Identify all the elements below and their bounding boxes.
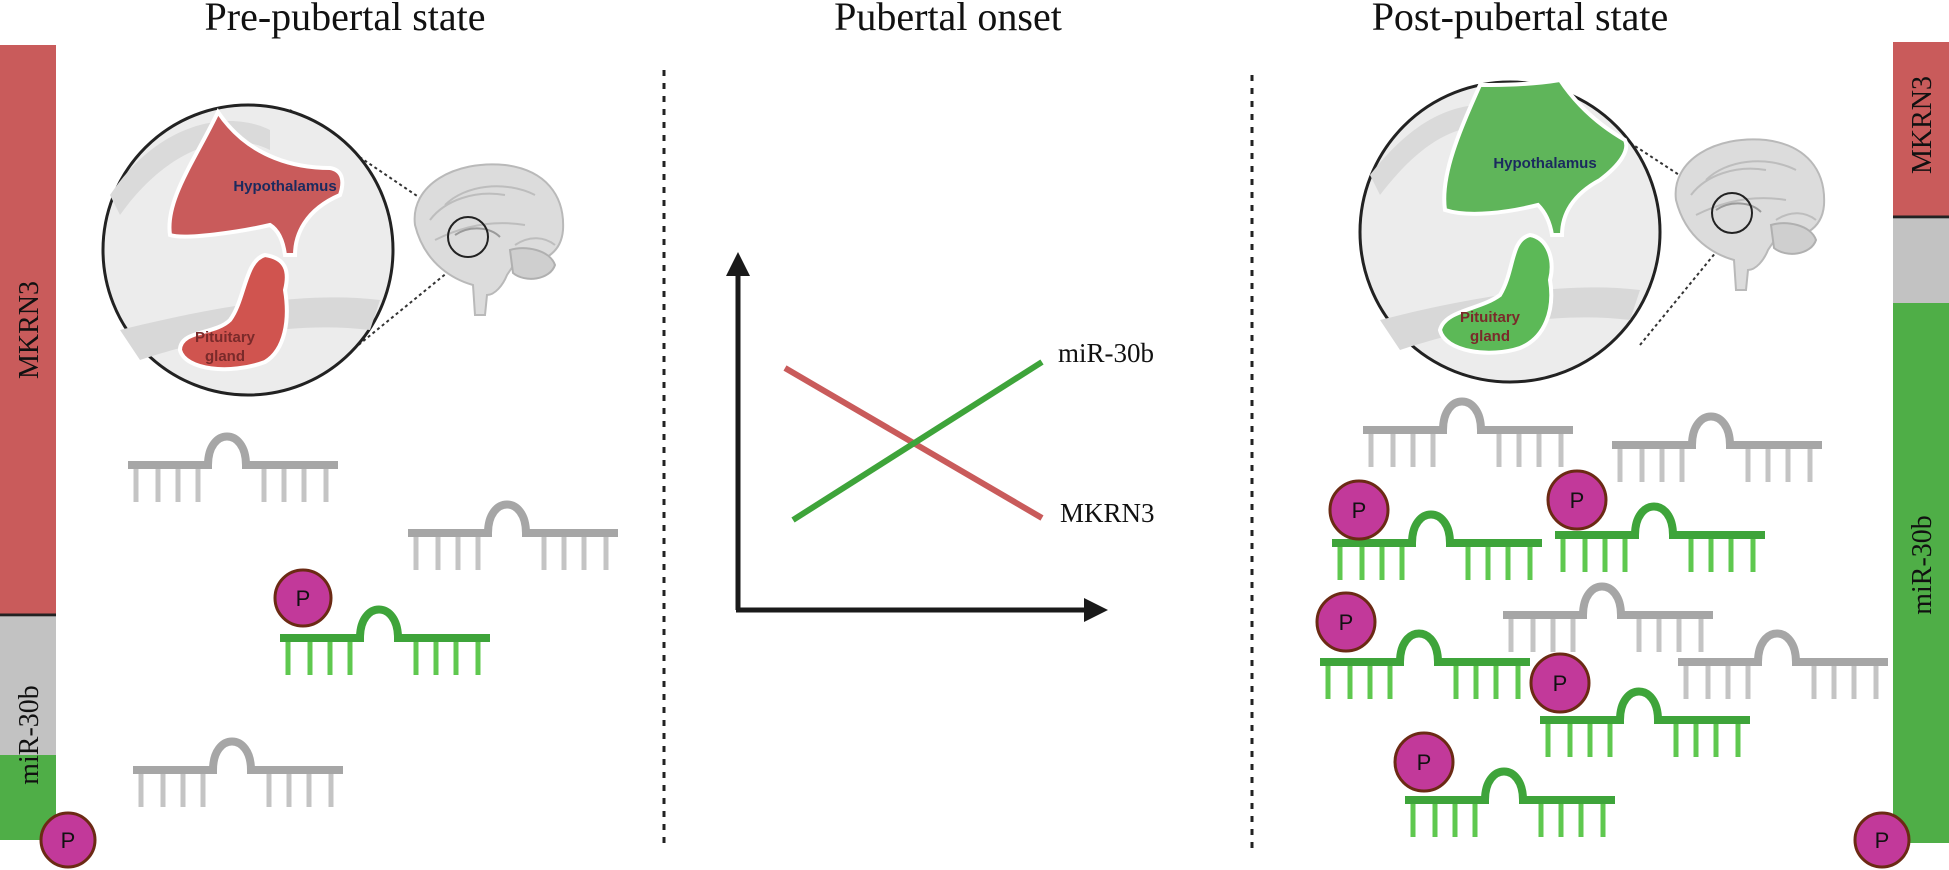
left-magnifier-circle-icon: [447, 216, 489, 258]
svg-text:P: P: [1875, 828, 1890, 853]
mir30b-line-label: miR-30b: [1058, 338, 1154, 368]
right-pituitary-label-1: Pituitary: [1460, 309, 1521, 326]
right-hypothalamus-shape: [1442, 77, 1629, 237]
mkrn3-line-label: MKRN3: [1060, 498, 1155, 528]
right-bar-mkrn3-label: MKRN3: [1907, 76, 1938, 174]
left-bar-mkrn3-label: MKRN3: [14, 281, 45, 379]
right-mirna-grey-1: [1363, 402, 1573, 468]
left-mirna-grey-2: [408, 505, 618, 571]
left-hypothalamus-label: Hypothalamus: [233, 178, 336, 195]
left-pituitary-label-1: Pituitary: [195, 329, 256, 346]
right-pituitary-shape: [1437, 232, 1554, 355]
middle-panel-title: Pubertal onset: [834, 0, 1062, 39]
left-hypothalamus-shape: [167, 107, 345, 257]
right-phosphate-icon-2: P: [1546, 469, 1608, 531]
right-panel-title: Post-pubertal state: [1372, 0, 1669, 39]
left-mirna-grey-1: [128, 437, 338, 503]
svg-text:P: P: [61, 828, 76, 853]
right-phosphate-icon-5: P: [1393, 731, 1455, 793]
right-brain-zoom: Hypothalamus Pituitary gland: [1358, 77, 1826, 384]
svg-text:P: P: [1417, 750, 1432, 775]
arrow-right-icon: [1084, 598, 1108, 622]
left-pituitary-shape: [177, 252, 289, 372]
right-phosphate-icon-1: P: [1328, 479, 1390, 541]
right-magnifier-circle-icon: [1711, 192, 1753, 234]
right-phosphate-icon-4: P: [1529, 652, 1591, 714]
svg-text:P: P: [1570, 488, 1585, 513]
right-hypothalamus-label: Hypothalamus: [1493, 155, 1596, 172]
mir30b-trend-line: [791, 359, 1044, 523]
right-expression-bar: MKRN3 miR-30b: [1893, 42, 1949, 843]
left-phosphate-icon-1: P: [273, 568, 333, 628]
right-mirna-grey-2: [1612, 417, 1822, 483]
svg-text:P: P: [1352, 498, 1367, 523]
left-panel-title: Pre-pubertal state: [205, 0, 486, 39]
right-pituitary-label-2: gland: [1470, 328, 1510, 345]
right-mirna-grey-3: [1503, 587, 1713, 653]
left-bar-mir30b-label: miR-30b: [14, 685, 45, 785]
left-brain-zoom: Hypothalamus Pituitary gland: [101, 103, 565, 397]
left-brain-icon: [413, 163, 565, 316]
right-mirna-grey-4: [1678, 634, 1888, 700]
left-phosphate-icon: P: [39, 811, 97, 869]
right-brain-icon: [1674, 138, 1826, 291]
svg-text:P: P: [1553, 671, 1568, 696]
svg-text:P: P: [1339, 610, 1354, 635]
left-mirna-grey-3: [133, 742, 343, 808]
right-phosphate-icon-3: P: [1315, 591, 1377, 653]
right-phosphate-icon: P: [1853, 811, 1911, 869]
left-pituitary-label-2: gland: [205, 348, 245, 365]
expression-plot: miR-30b MKRN3: [726, 252, 1155, 622]
arrow-up-icon: [726, 252, 750, 276]
svg-text:P: P: [296, 586, 311, 611]
right-bar-mir30b-label: miR-30b: [1907, 515, 1938, 615]
left-expression-bar: MKRN3 miR-30b: [0, 45, 56, 840]
